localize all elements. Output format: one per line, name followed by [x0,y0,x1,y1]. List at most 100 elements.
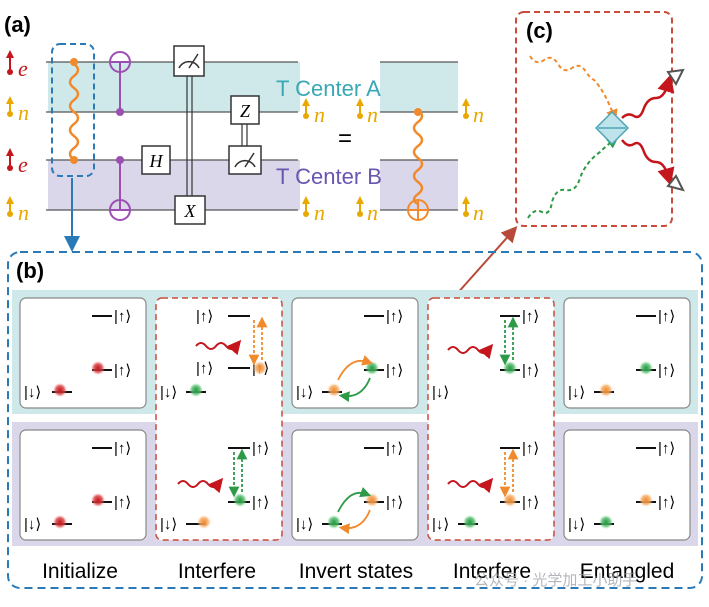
detector-icon [666,174,685,192]
t-center-a-label: T Center A [276,76,381,101]
pauli-z-gate-label: Z [240,101,251,121]
panel-b-box [7,251,703,589]
beam-splitter-icon [594,110,630,146]
interfere-2-top: |↑⟩ |↑⟩ |↓⟩ [432,308,539,401]
electron-spin-icon [6,50,14,75]
nuclear-spin-icon [6,196,14,217]
svg-text:|↑⟩: |↑⟩ [386,440,403,457]
interfere-1-bottom: |↑⟩ |↑⟩ |↓⟩ [160,440,269,533]
svg-text:|↑⟩: |↑⟩ [114,440,131,457]
step-label-invert-states: Invert states [299,560,413,583]
svg-text:n: n [367,102,378,127]
control-dot [116,108,124,116]
interfere-2-bottom: |↑⟩ |↑⟩ |↓⟩ [432,440,539,533]
svg-text:|↓⟩: |↓⟩ [296,384,313,401]
qubit-label-n2: n [18,200,29,225]
photon-b-path [527,136,619,219]
control-dot [414,108,422,116]
step-invert-bottom: |↑⟩ |↑⟩ |↓⟩ [291,429,419,541]
pauli-z-gate [230,95,260,125]
svg-text:|↓⟩: |↓⟩ [432,384,449,401]
svg-text:|↓⟩: |↓⟩ [160,516,177,533]
svg-text:|↑⟩: |↑⟩ [386,494,403,511]
zoom-arrow-to-c [454,226,518,297]
equals-sign: = [338,125,352,152]
step-entangled-top: |↑⟩ |↑⟩ |↓⟩ [563,297,691,409]
panel-c-label: (c) [526,18,553,43]
svg-text:|↑⟩: |↑⟩ [196,360,213,377]
svg-text:n: n [473,200,484,225]
t-center-a-band-right [380,62,458,112]
svg-text:|↑⟩: |↑⟩ [114,308,131,325]
meter-icon [234,159,256,168]
svg-text:n: n [314,200,325,225]
svg-text:n: n [314,102,325,127]
output-spin-labels: n n [302,98,325,225]
svg-text:|↑⟩: |↑⟩ [252,494,269,511]
hadamard-gate [141,145,171,175]
svg-text:|↑⟩: |↑⟩ [114,362,131,379]
svg-text:|↑⟩: |↑⟩ [658,362,675,379]
panel-b-label: (b) [16,258,44,283]
svg-text:|↓⟩: |↓⟩ [160,384,177,401]
svg-text:|↑⟩: |↑⟩ [658,308,675,325]
meter-icon [178,60,200,69]
svg-text:|↑⟩: |↑⟩ [522,494,539,511]
qubit-labels-left: e n e n [6,50,29,225]
svg-text:|↓⟩: |↓⟩ [432,516,449,533]
pauli-x-gate [174,195,206,225]
nuclear-spin-icon [6,96,14,117]
hadamard-gate-label: H [149,151,164,171]
svg-text:|↑⟩: |↑⟩ [522,308,539,325]
t-center-b-band [48,160,300,210]
qubit-label-n1: n [18,100,29,125]
output-photon-down [621,139,675,186]
interfere-1-top: |↑⟩ |↑⟩ |↑⟩ |↓⟩ [160,308,269,401]
step-entangled-bottom: |↑⟩ |↑⟩ |↓⟩ [563,429,691,541]
svg-text:|↓⟩: |↓⟩ [568,516,585,533]
pauli-x-gate-label: X [184,201,197,221]
panel-c-box [515,11,673,227]
step-invert-top: |↑⟩ |↑⟩ |↓⟩ [291,297,419,409]
photon-a-path [529,55,618,122]
electron-spin-icon [6,148,14,171]
svg-text:|↑⟩: |↑⟩ [386,308,403,325]
step-interfere-2 [427,297,555,541]
svg-text:|↑⟩: |↑⟩ [658,440,675,457]
control-dot [70,58,78,66]
qubit-label-e2: e [18,152,28,177]
svg-text:|↓⟩: |↓⟩ [24,516,41,533]
photon-link-wave [68,63,80,161]
svg-text:|↑⟩: |↑⟩ [386,362,403,379]
control-dot [116,156,124,164]
step-label-interfere-1: Interfere [178,560,256,583]
output-photon-up [621,74,675,119]
svg-text:n: n [367,200,378,225]
svg-text:|↑⟩: |↑⟩ [522,362,539,379]
t-center-b-label: T Center B [276,164,382,189]
effective-cnot-wave [412,109,424,206]
svg-text:|↑⟩: |↑⟩ [252,440,269,457]
step-initialize-bottom: |↑⟩ |↑⟩ |↓⟩ [19,429,147,541]
measurement-gate-a [173,45,205,77]
detector-icon [666,68,685,86]
svg-text:n: n [473,102,484,127]
control-dot [70,156,78,164]
svg-text:|↑⟩: |↑⟩ [114,494,131,511]
svg-text:|↓⟩: |↓⟩ [296,516,313,533]
step-label-entangled: Entangled [580,560,675,583]
step-label-interfere-2: Interfere [453,560,531,583]
svg-text:|↑⟩: |↑⟩ [522,440,539,457]
panel-a-label: (a) [4,12,31,37]
svg-text:|↑⟩: |↑⟩ [658,494,675,511]
equiv-spin-labels: n n n n [356,98,484,225]
svg-text:|↓⟩: |↓⟩ [24,384,41,401]
watermark: 公众号 · 光学加工小助手 [474,572,637,589]
entangling-selection-box [51,43,95,177]
qubit-label-e1: e [18,56,28,81]
step-label-initialize: Initialize [42,560,118,583]
step-initialize-top: |↑⟩ |↑⟩ |↓⟩ [19,297,147,409]
svg-text:|↓⟩: |↓⟩ [568,384,585,401]
svg-text:|↑⟩: |↑⟩ [196,308,213,325]
